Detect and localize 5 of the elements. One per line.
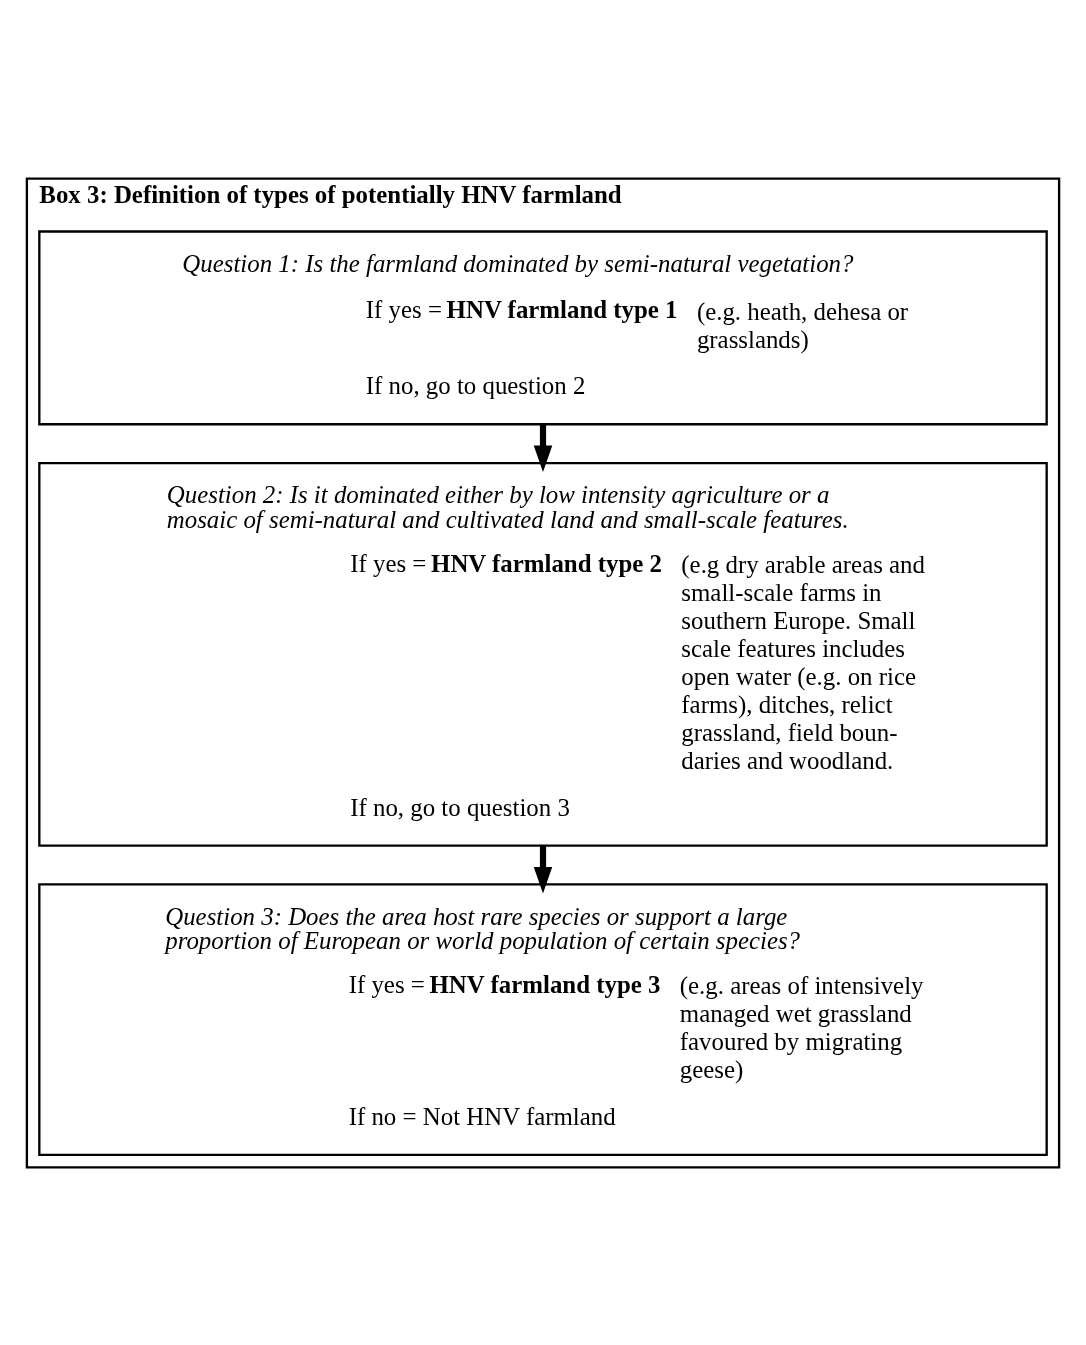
node-box: Question 3: Does the area host rare species or support a large proportion of European or world population of certain species? If yes = HNV farmland type 3 (e.g. areas of intensively managed wet grassland favoured by migrating geese) If no = Not HNV farmland [38, 882, 1048, 1156]
node-box: Question 1: Is the farmland dominated by semi-natural vegetation? If yes = HNV farmland type 1 (e.g. heath, dehesa or grasslands) If no, go to question 2 [38, 229, 1048, 425]
node-box: Question 2: Is it dominated either by low intensity agriculture or a mosaic of semi-natural and cultivated land and small-scale features. If yes = HNV farmland type 2 (e.g dry arable areas and small-scale farms in southern Europe. Small scale features includes open water (e.g. on rice farms), ditches, relict grassland, field boun- daries and woodland. If no, go to question 3 [38, 461, 1048, 847]
arrow [533, 845, 553, 893]
arrow [533, 423, 553, 472]
